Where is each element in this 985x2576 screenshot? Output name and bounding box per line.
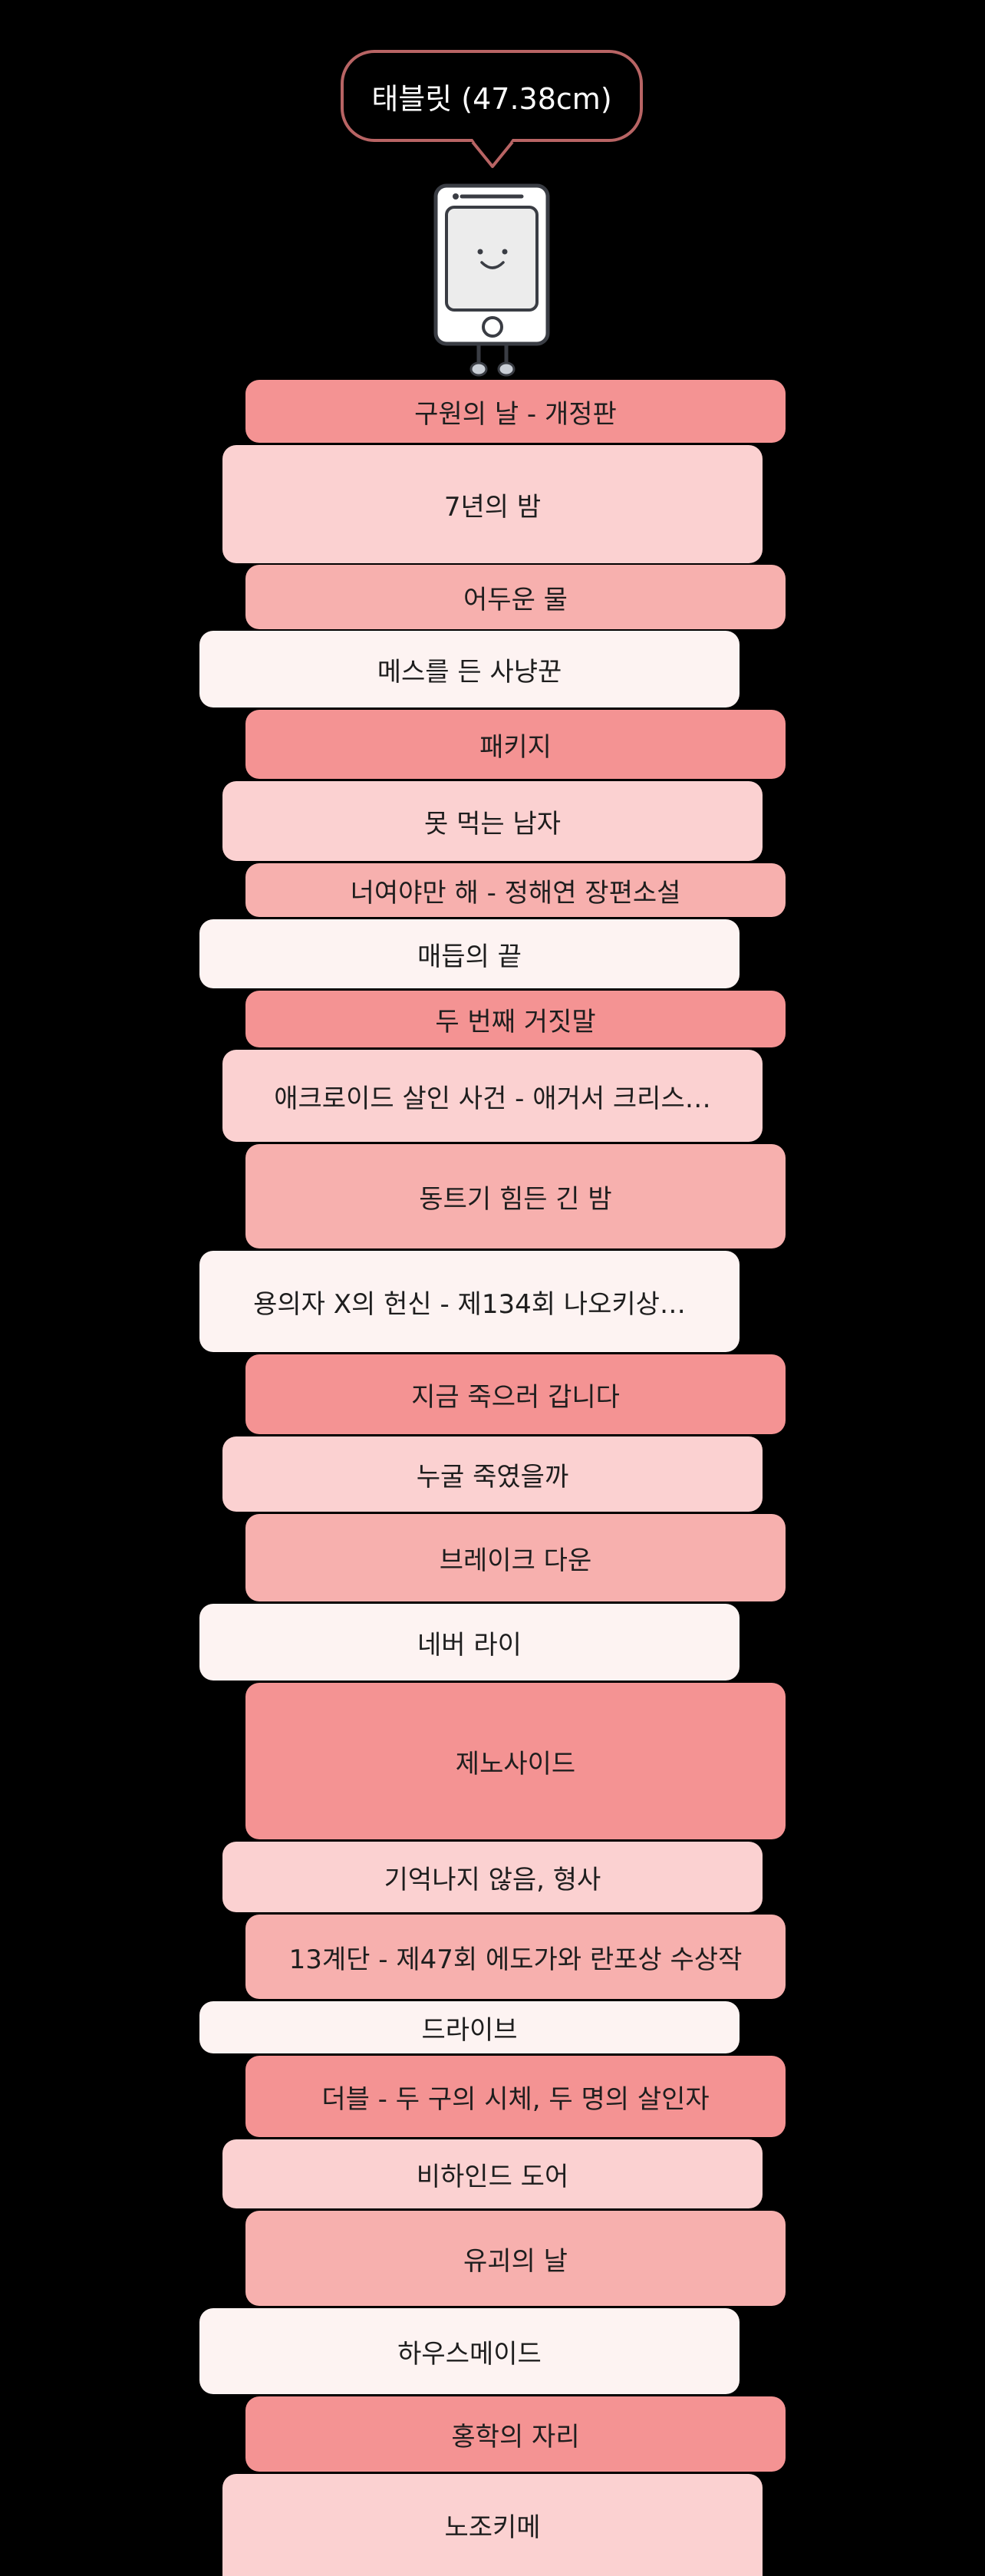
book-spine-17[interactable]: 제노사이드 bbox=[245, 1683, 786, 1839]
book-title: 노조키메 bbox=[444, 2512, 541, 2543]
book-title: 용의자 X의 헌신 - 제134회 나오키상… bbox=[253, 1288, 686, 1320]
book-title: 드라이브 bbox=[421, 2014, 518, 2046]
book-spine-3[interactable]: 어두운 물 bbox=[245, 565, 786, 629]
book-title: 동트기 힘든 긴 밤 bbox=[419, 1183, 612, 1215]
book-spine-15[interactable]: 브레이크 다운 bbox=[245, 1514, 786, 1601]
book-spine-8[interactable]: 매듭의 끝 bbox=[199, 919, 740, 988]
book-title: 두 번째 거짓말 bbox=[435, 1006, 596, 1037]
book-spine-6[interactable]: 못 먹는 남자 bbox=[222, 781, 763, 861]
book-spine-14[interactable]: 누굴 죽였을까 bbox=[222, 1436, 763, 1512]
book-title: 더블 - 두 구의 시체, 두 명의 살인자 bbox=[321, 2083, 710, 2115]
book-spine-25[interactable]: 홍학의 자리 bbox=[245, 2396, 786, 2472]
device-size-bubble: 태블릿 (47.38cm) bbox=[341, 50, 643, 142]
smiling-phone-icon bbox=[433, 183, 550, 377]
book-spine-20[interactable]: 드라이브 bbox=[199, 2001, 740, 2053]
book-spine-7[interactable]: 너여야만 해 - 정해연 장편소설 bbox=[245, 863, 786, 917]
book-spine-11[interactable]: 동트기 힘든 긴 밤 bbox=[245, 1144, 786, 1248]
book-spine-4[interactable]: 메스를 든 사냥꾼 bbox=[199, 631, 740, 707]
book-spine-12[interactable]: 용의자 X의 헌신 - 제134회 나오키상… bbox=[199, 1251, 740, 1352]
book-title: 비하인드 도어 bbox=[416, 2161, 569, 2192]
book-spine-26[interactable]: 노조키메 bbox=[222, 2474, 763, 2576]
book-title: 어두운 물 bbox=[463, 584, 568, 615]
book-spine-2[interactable]: 7년의 밤 bbox=[222, 445, 763, 563]
book-spine-1[interactable]: 구원의 날 - 개정판 bbox=[245, 380, 786, 443]
book-title: 구원의 날 - 개정판 bbox=[414, 398, 617, 430]
book-spine-16[interactable]: 네버 라이 bbox=[199, 1604, 740, 1681]
book-spine-19[interactable]: 13계단 - 제47회 에도가와 란포상 수상작 bbox=[245, 1915, 786, 1999]
book-title: 브레이크 다운 bbox=[439, 1545, 592, 1576]
book-title: 네버 라이 bbox=[417, 1629, 522, 1661]
book-title: 지금 죽으러 갑니다 bbox=[411, 1381, 620, 1413]
book-spine-21[interactable]: 더블 - 두 구의 시체, 두 명의 살인자 bbox=[245, 2056, 786, 2137]
book-spine-10[interactable]: 애크로이드 살인 사건 - 애거서 크리스… bbox=[222, 1050, 763, 1142]
book-title: 13계단 - 제47회 에도가와 란포상 수상작 bbox=[288, 1944, 743, 1975]
book-title: 메스를 든 사냥꾼 bbox=[377, 656, 562, 688]
book-title: 하우스메이드 bbox=[397, 2338, 542, 2370]
book-spine-24[interactable]: 하우스메이드 bbox=[199, 2308, 740, 2394]
book-title: 애크로이드 살인 사건 - 애거서 크리스… bbox=[274, 1083, 711, 1114]
book-title: 패키지 bbox=[479, 731, 552, 763]
book-title: 기억나지 않음, 형사 bbox=[384, 1864, 601, 1895]
book-title: 매듭의 끝 bbox=[417, 941, 522, 972]
book-title: 너여야만 해 - 정해연 장편소설 bbox=[350, 877, 681, 909]
book-title: 유괴의 날 bbox=[463, 2245, 568, 2277]
book-title: 제노사이드 bbox=[455, 1748, 576, 1779]
book-spine-13[interactable]: 지금 죽으러 갑니다 bbox=[245, 1354, 786, 1434]
bubble-tail-icon bbox=[471, 139, 514, 168]
book-title: 못 먹는 남자 bbox=[423, 808, 561, 839]
device-size-label: 태블릿 (47.38cm) bbox=[371, 81, 612, 116]
book-spine-18[interactable]: 기억나지 않음, 형사 bbox=[222, 1842, 763, 1912]
book-spine-22[interactable]: 비하인드 도어 bbox=[222, 2139, 763, 2208]
book-spine-23[interactable]: 유괴의 날 bbox=[245, 2211, 786, 2306]
book-spine-5[interactable]: 패키지 bbox=[245, 710, 786, 779]
book-title: 누굴 죽였을까 bbox=[416, 1461, 569, 1492]
book-title: 홍학의 자리 bbox=[451, 2421, 580, 2452]
book-spine-9[interactable]: 두 번째 거짓말 bbox=[245, 991, 786, 1047]
book-title: 7년의 밤 bbox=[443, 491, 542, 523]
